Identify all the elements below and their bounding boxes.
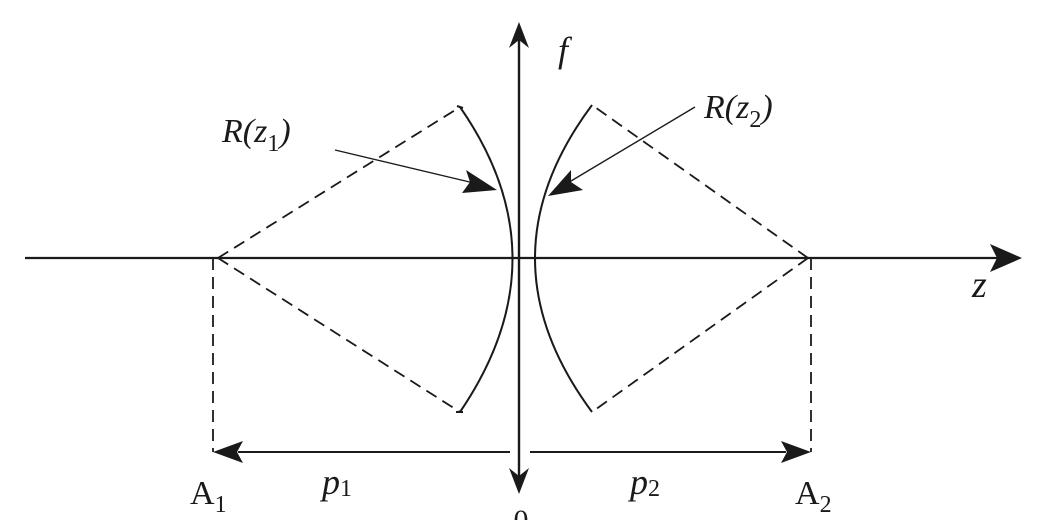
f-axis-top-arrowhead — [509, 22, 529, 48]
distance-label-p2-sub: 2 — [648, 476, 660, 502]
right-radius-top-dashed — [591, 104, 809, 259]
right-wavefront-curve — [534, 104, 593, 413]
curvature-label-left-main: R(z — [221, 113, 267, 150]
left-radius-bottom-dashed — [217, 257, 461, 413]
curvature-label-left-sub: 1 — [267, 131, 279, 157]
point-label-a1-sub: 1 — [215, 492, 227, 518]
point-label-a2-sub: 2 — [820, 492, 832, 518]
distance-label-p1-main: p — [319, 462, 340, 502]
f-axis-bottom-arrowhead — [509, 468, 529, 494]
point-label-a2-main: A — [795, 475, 820, 512]
curvature-label-left-close: ) — [277, 113, 290, 150]
r2-pointer-arrowhead — [548, 170, 583, 196]
distance-label-p1-sub: 1 — [340, 476, 352, 502]
point-label-a2: A2 — [795, 475, 832, 518]
right-radius-bottom-dashed — [591, 257, 809, 413]
p2-arrowhead — [781, 441, 811, 463]
left-radius-top-dashed — [217, 106, 461, 259]
p1-arrowhead — [213, 441, 243, 463]
left-wavefront-curve — [459, 106, 514, 413]
point-label-a1: A1 — [190, 475, 227, 518]
z-axis-label: z — [971, 264, 987, 306]
distance-label-p2-main: p — [627, 462, 648, 502]
r1-pointer-line — [334, 149, 479, 185]
r1-pointer-arrowhead — [462, 170, 497, 193]
z-axis-arrowhead — [990, 244, 1022, 272]
f-axis-label: f — [558, 30, 573, 70]
distance-label-p2: p2 — [627, 462, 660, 502]
curvature-label-right: R(z2) — [703, 89, 773, 133]
curvature-label-right-sub: 2 — [749, 107, 761, 133]
point-label-a1-main: A — [190, 475, 215, 512]
curvature-label-right-main: R(z — [703, 89, 749, 126]
curvature-label-left: R(z1) — [221, 113, 291, 157]
r2-pointer-line — [565, 106, 696, 185]
distance-label-p1: p1 — [319, 462, 352, 502]
curvature-label-right-close: ) — [759, 89, 772, 126]
origin-label: 0 — [514, 504, 529, 520]
